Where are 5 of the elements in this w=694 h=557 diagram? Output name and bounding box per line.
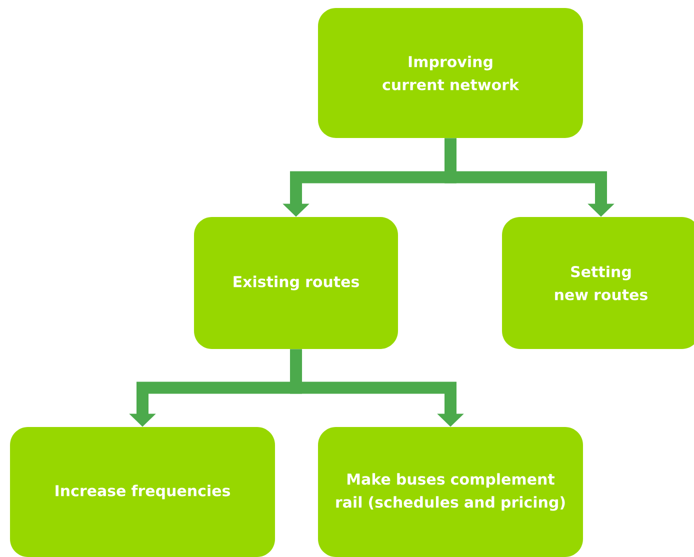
process-box: Setting new routes [502, 217, 694, 349]
process-box: Improving current network [318, 8, 583, 138]
process-box: Make buses complement rail (schedules and pricing) [318, 426, 583, 557]
process-box: Increase frequencies [10, 426, 275, 557]
process-box: Existing routes [194, 217, 398, 349]
